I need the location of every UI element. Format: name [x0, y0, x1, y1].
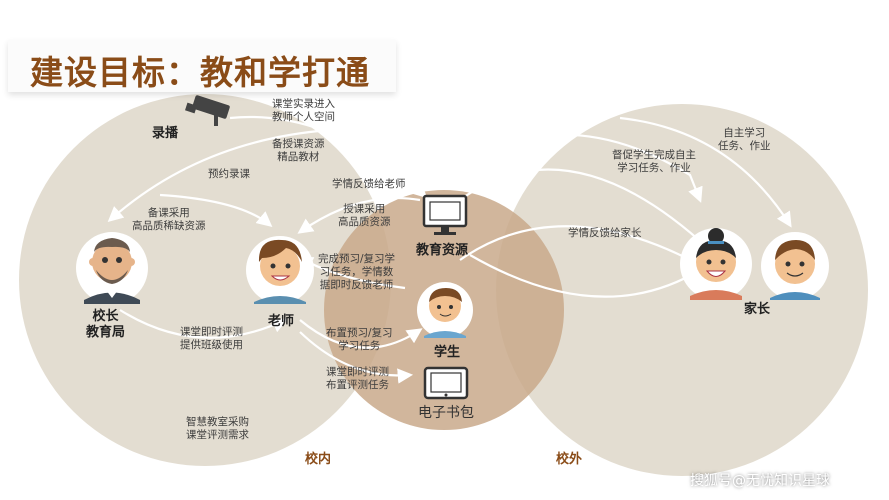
title-banner: 建设目标：教和学打通: [8, 40, 396, 92]
flow-supervise: 督促学生完成自主 学习任务、作业: [612, 149, 696, 174]
inner-zone-label: 校内: [305, 452, 332, 467]
arrow-supervise: [519, 133, 703, 203]
page-title: 建设目标：教和学打通: [30, 53, 370, 92]
flow-lesson-resources: 备授课资源 精品教材: [272, 138, 325, 163]
outer-school-circle: [496, 104, 868, 476]
arrow-principal-teacher-bottom: [119, 309, 288, 339]
flow-smart-classroom: 智慧教室采购 课堂评测需求: [186, 416, 249, 441]
arrow-teacher-ebook: [299, 331, 414, 384]
arrow-resource-parent: [459, 168, 713, 253]
arrow-principal-teacher-top: [159, 193, 273, 227]
arrow-feedback-parent: [459, 225, 703, 267]
principal-avatar: [76, 232, 148, 304]
arrow-parent-feedback: [469, 254, 703, 298]
inner-school-circle: [19, 94, 391, 466]
flow-realtime-class: 课堂即时评测 提供班级使用: [180, 326, 243, 351]
student-avatar: [417, 282, 473, 338]
monitor-icon: [422, 194, 468, 235]
outer-zone-label: 校外: [556, 452, 583, 467]
flow-teach-quality: 授课采用 高品质资源: [338, 203, 391, 228]
teacher-label: 老师: [268, 314, 295, 329]
edu-resources-label: 教育资源: [416, 243, 469, 258]
tablet-icon: [423, 366, 469, 400]
principal-label: 校长 教育局: [86, 309, 126, 340]
flow-assign-preview: 布置预习/复习 学习任务: [326, 327, 393, 352]
flow-self-study: 自主学习 任务、作业: [718, 127, 771, 152]
arrow-resource-teacher: [297, 197, 421, 234]
mother-avatar: [680, 228, 752, 300]
flow-record-to-space: 课堂实录进入 教师个人空间: [272, 98, 335, 123]
arrow-teacher-student: [299, 319, 423, 349]
watermark: 搜狐号@无忧知识星球: [690, 473, 830, 489]
flow-assign-test: 课堂即时评测 布置评测任务: [326, 366, 389, 391]
arrow-record-resource: [229, 115, 428, 199]
flow-feedback-teacher: 学情反馈给老师: [332, 178, 406, 190]
flow-adopt-scarce: 备课采用 高品质稀缺资源: [132, 207, 206, 232]
camera-icon: [185, 95, 230, 126]
ebook-label: 电子书包: [418, 405, 474, 421]
parent-label: 家长: [744, 302, 771, 317]
flow-complete-preview: 完成预习/复习学 习任务，学情数 据即时反馈老师: [318, 253, 396, 291]
recording-label: 录播: [152, 126, 179, 141]
teacher-avatar: [246, 236, 314, 304]
arrow-lesson-principal: [107, 128, 331, 223]
flow-feedback-parent: 学情反馈给家长: [568, 227, 642, 239]
father-avatar: [761, 232, 829, 300]
flow-arrows: [107, 115, 792, 384]
flow-book-recording: 预约录课: [208, 168, 250, 180]
arrow-self-study: [619, 116, 792, 228]
student-label: 学生: [434, 345, 461, 360]
